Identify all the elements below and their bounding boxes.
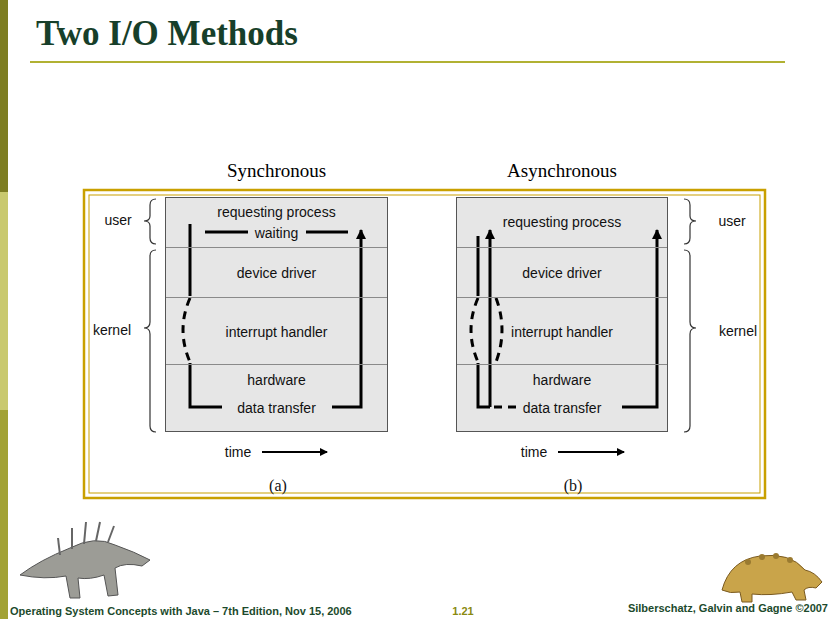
row-label: interrupt handler — [509, 324, 615, 340]
row-label: device driver — [235, 265, 318, 281]
layer-row: device driver — [166, 247, 387, 297]
time-arrow — [558, 451, 624, 453]
footer-text: 1.21 — [452, 605, 473, 618]
row-label: hardware — [531, 372, 593, 388]
row-label: data transfer — [235, 400, 318, 416]
layer-row: hardware data transfer — [166, 364, 387, 433]
row-label: waiting — [253, 225, 301, 241]
axis-label: kernel — [93, 322, 131, 338]
slide-title: Two I/O Methods — [36, 14, 298, 54]
axis-label: user — [104, 212, 131, 228]
row-label: device driver — [520, 265, 603, 281]
time-arrow — [262, 451, 327, 453]
side-bar — [0, 410, 8, 619]
row-label: hardware — [245, 372, 307, 388]
axis-label: time — [225, 444, 251, 460]
footer-text: Operating System Concepts with Java – 7t… — [10, 605, 352, 618]
title-rule — [30, 61, 785, 63]
axis-label: time — [521, 444, 547, 460]
row-label: data transfer — [521, 400, 604, 416]
side-bar — [0, 192, 8, 410]
panel-label: (b) — [564, 477, 583, 495]
layer-row: hardware data transfer — [457, 364, 667, 433]
footer-text: Silberschatz, Galvin and Gagne ©2007 — [628, 602, 828, 615]
dinosaur-left — [20, 522, 150, 598]
axis-label: kernel — [719, 323, 757, 339]
layer-row: device driver — [457, 247, 667, 297]
box-fill — [456, 197, 668, 432]
layer-row: requesting process — [457, 198, 667, 247]
frame — [89, 195, 760, 493]
side-bar — [0, 0, 8, 192]
diagram-heading: Synchronous — [227, 160, 326, 182]
flow-line — [183, 224, 361, 407]
layer-row: interrupt handler — [457, 297, 667, 364]
layer-row: interrupt handler — [166, 297, 387, 364]
panel-label: (a) — [269, 477, 287, 495]
layer-row: requesting process waiting — [166, 198, 387, 247]
box-fill — [165, 197, 388, 432]
diagram-heading: Asynchronous — [507, 160, 617, 182]
diagram-box: Asynchronousrequesting processdevice dri… — [456, 197, 668, 432]
row-label: requesting process — [215, 204, 337, 220]
frame — [84, 190, 765, 498]
dinosaur-right — [722, 553, 822, 602]
brace — [144, 199, 696, 432]
row-label: interrupt handler — [224, 324, 330, 340]
axis-label: user — [718, 213, 745, 229]
flow-line — [471, 230, 657, 407]
diagram-box: Synchronousrequesting processwaitingdevi… — [165, 197, 388, 432]
row-label: requesting process — [501, 214, 623, 230]
